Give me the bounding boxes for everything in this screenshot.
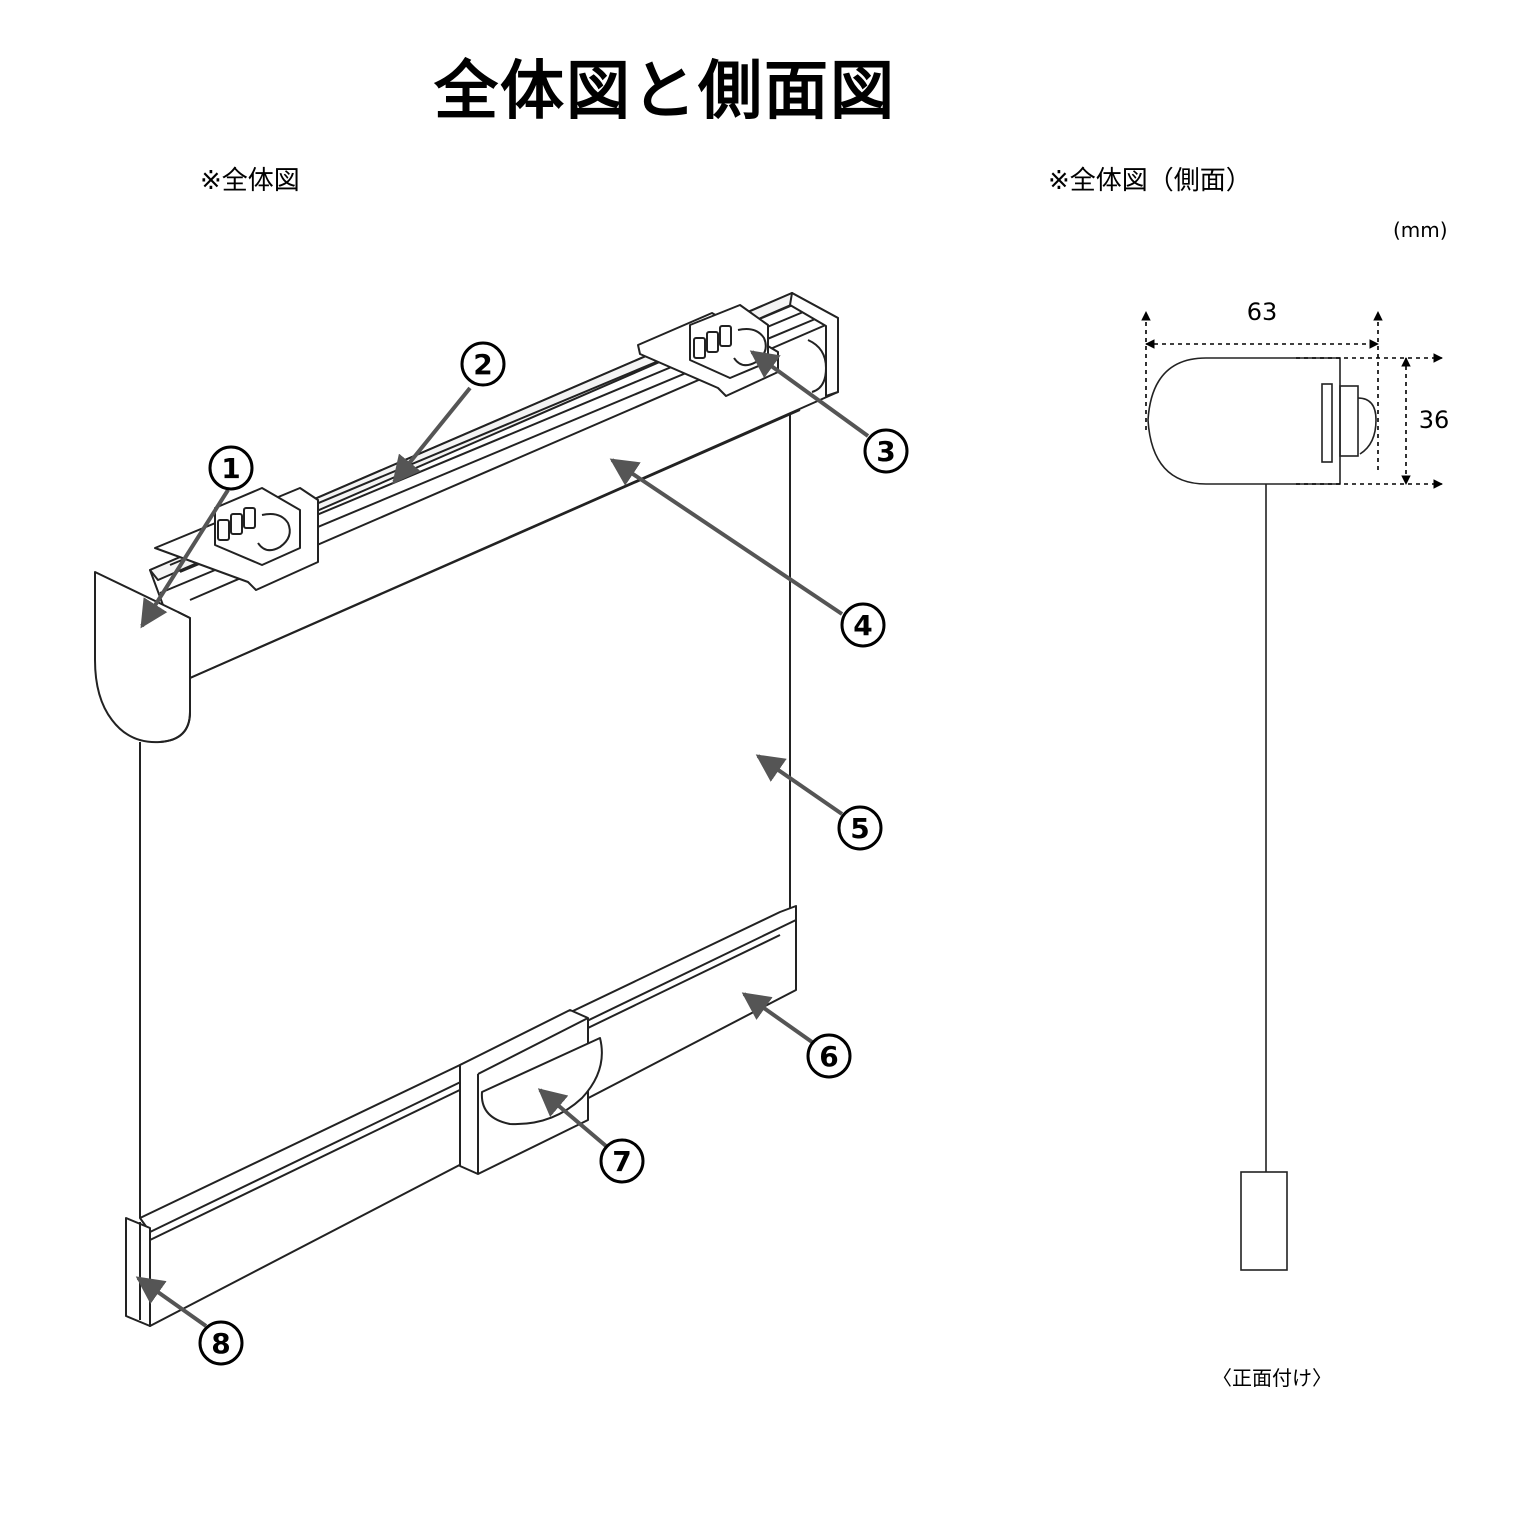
leader-line-8 — [135, 1276, 208, 1328]
side-head-rail — [1147, 357, 1341, 485]
leader-line-4 — [609, 458, 844, 616]
bracket-left — [154, 487, 319, 591]
bottom-end-cap — [125, 1217, 151, 1327]
pull-handle — [459, 1009, 603, 1175]
callout-2: 2 — [460, 341, 506, 387]
callout-1: 1 — [208, 445, 254, 491]
page-title: 全体図と側面図 — [434, 55, 896, 129]
callout-8: 8 — [198, 1320, 244, 1366]
overall-view-caption: ※全体図 — [200, 166, 300, 196]
callout-5: 5 — [837, 805, 883, 851]
leader-line-3 — [749, 350, 870, 438]
callout-5-label: 5 — [850, 812, 869, 845]
leader-line-5 — [755, 754, 844, 816]
dim-height-value: 36 — [1419, 406, 1450, 434]
leader-lines — [135, 350, 870, 1328]
roller-blind-overall-drawing — [94, 292, 839, 1327]
dimension-lines — [1141, 311, 1443, 489]
mount-type-label: 〈正面付け〉 — [1212, 1366, 1332, 1390]
callout-7: 7 — [599, 1138, 645, 1184]
side-view-drawing — [1147, 357, 1377, 1271]
callout-1-label: 1 — [221, 452, 240, 485]
callout-2-label: 2 — [473, 348, 492, 381]
dim-depth-value: 63 — [1247, 298, 1278, 326]
callout-7-label: 7 — [612, 1145, 631, 1178]
leader-line-7 — [537, 1088, 608, 1148]
side-bracket-plate — [1321, 383, 1333, 463]
callout-6-label: 6 — [819, 1040, 838, 1073]
callout-4-label: 4 — [853, 609, 872, 642]
side-bracket-hook — [1357, 397, 1377, 455]
side-view-caption: ※全体図（側面） — [1048, 166, 1252, 196]
leader-line-2 — [392, 386, 472, 485]
callout-3: 3 — [863, 428, 909, 474]
callout-badges: 1 2 3 4 5 6 7 8 — [198, 341, 909, 1366]
bracket-right — [637, 304, 779, 397]
side-bracket — [1339, 385, 1359, 457]
callout-8-label: 8 — [211, 1327, 230, 1360]
shade-fabric — [139, 415, 791, 1218]
leader-line-6 — [741, 992, 814, 1044]
side-pull-weight — [1240, 1171, 1288, 1271]
callout-6: 6 — [806, 1033, 852, 1079]
callout-4: 4 — [840, 602, 886, 648]
callout-3-label: 3 — [876, 435, 895, 468]
unit-label: (mm) — [1393, 218, 1448, 242]
leader-line-1 — [140, 488, 230, 629]
